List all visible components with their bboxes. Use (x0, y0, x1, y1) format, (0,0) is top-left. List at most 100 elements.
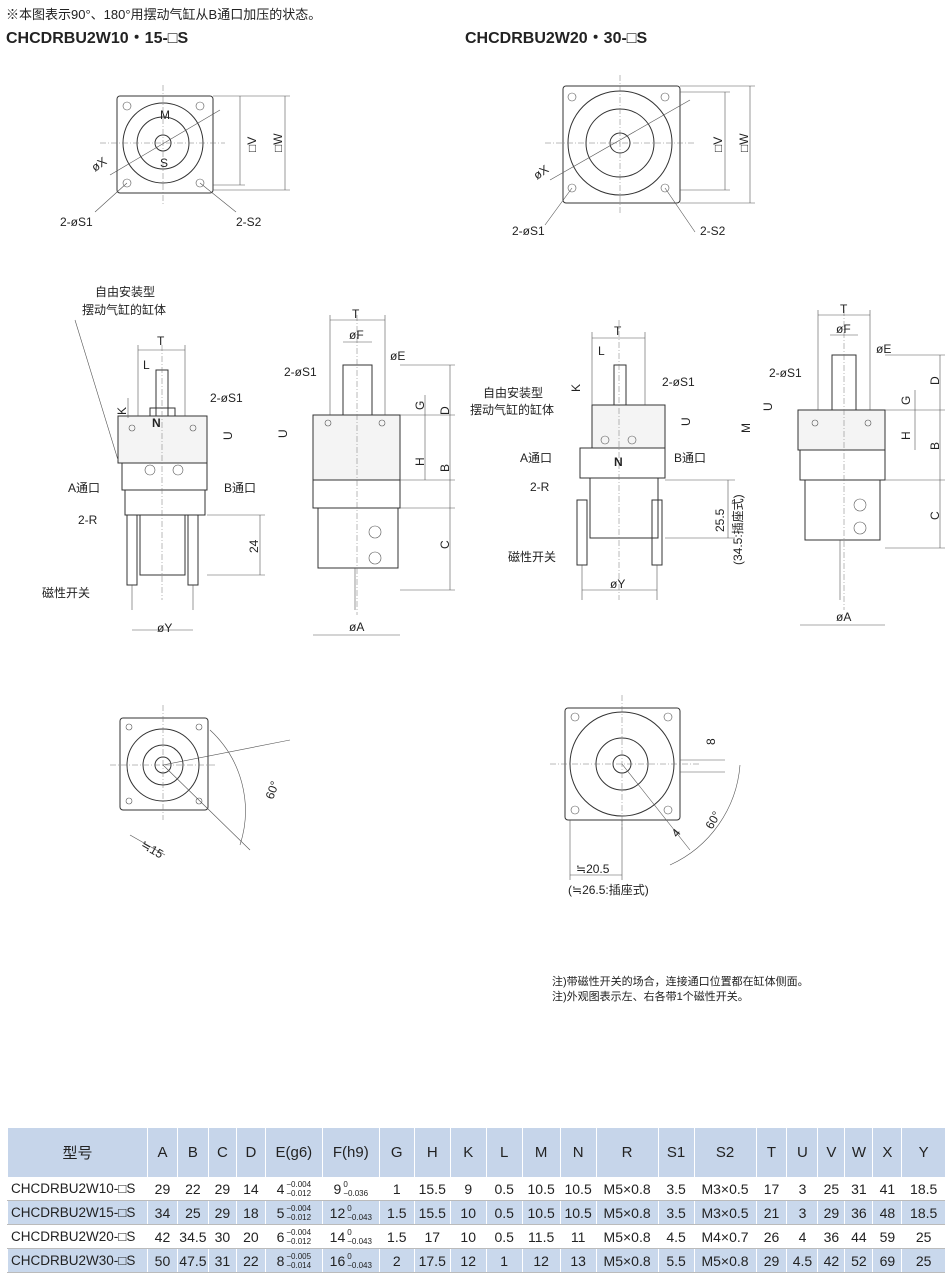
cell-t: 26 (755, 1224, 787, 1249)
column-header: G (378, 1128, 415, 1177)
label-h: H (413, 457, 427, 466)
cell-a: 29 (146, 1177, 178, 1201)
label-w: □W (737, 133, 751, 152)
cell-y: 18.5 (901, 1200, 945, 1225)
side-view-2: T øF øE 2-øS1 U G D H B C øA (276, 307, 455, 636)
label-x: øX (89, 154, 110, 174)
label-socket: (≒26.5:插座式) (568, 882, 649, 897)
label-d: D (928, 376, 942, 385)
tolerance-base: 9 (333, 1180, 342, 1197)
label-20-5: ≒20.5 (576, 862, 610, 876)
cell-m: 10.5 (521, 1177, 561, 1201)
cell-e: 8−0.005−0.014 (264, 1248, 323, 1273)
cell-g: 1.5 (378, 1200, 415, 1225)
column-header: S2 (693, 1128, 757, 1177)
cell-t: 29 (755, 1248, 787, 1273)
cell-s1: 3.5 (657, 1177, 695, 1201)
label-d: D (438, 406, 452, 415)
cell-s2: M4×0.7 (693, 1224, 757, 1249)
label-free-mount-1: 自由安装型 (483, 385, 543, 400)
cell-k: 10 (449, 1224, 487, 1249)
label-b: B (928, 442, 942, 450)
cell-h: 15.5 (413, 1177, 451, 1201)
technical-drawings: M S □V □W øX 2-øS1 2-S2 □V □W øX 2-øS1 2… (42, 75, 945, 897)
cell-u: 3 (786, 1177, 818, 1201)
tolerance-upper: −0.004 (286, 1227, 312, 1237)
label-s2: 2-S2 (236, 215, 262, 229)
label-free-mount-2: 摆动气缸的缸体 (470, 402, 554, 417)
cell-w: 36 (844, 1200, 873, 1225)
label-y: øY (157, 621, 172, 635)
label-c: C (928, 511, 942, 520)
column-header: D (235, 1128, 266, 1177)
tolerance-base: 6 (276, 1228, 285, 1245)
cell-d: 18 (235, 1200, 266, 1225)
label-8: 8 (704, 738, 718, 745)
label-15: ≒15 (139, 837, 167, 861)
cell-k: 10 (449, 1200, 487, 1225)
side-view-1: 自由安装型 摆动气缸的缸体 T L K 2-øS1 U N A通口 B通口 2-… (42, 284, 265, 635)
tolerance-base: 12 (329, 1204, 346, 1221)
label-s1: 2-øS1 (769, 366, 802, 380)
cell-s2: M5×0.8 (693, 1248, 757, 1273)
label-4: 4 (669, 826, 684, 840)
label-v: □V (711, 137, 725, 152)
label-h: H (899, 431, 913, 440)
label-c: C (438, 540, 452, 549)
cell-a: 42 (146, 1224, 178, 1249)
label-t: T (614, 324, 622, 338)
column-header: E(g6) (264, 1128, 323, 1177)
label-m: M (160, 108, 170, 122)
cell-h: 17 (413, 1224, 451, 1249)
cell-n: 10.5 (559, 1200, 597, 1225)
tolerance-lower: −0.014 (286, 1260, 312, 1270)
column-header: B (176, 1128, 209, 1177)
cell-model: CHCDRBU2W10-□S (7, 1177, 148, 1201)
cell-r: M5×0.8 (595, 1248, 659, 1273)
cell-model: CHCDRBU2W20-□S (7, 1224, 148, 1249)
column-header: R (595, 1128, 659, 1177)
cell-m: 11.5 (521, 1224, 561, 1249)
label-t: T (157, 334, 165, 348)
tolerance-upper: −0.005 (286, 1251, 312, 1261)
cell-b: 47.5 (176, 1248, 209, 1273)
tolerance-upper: 0 (347, 1203, 352, 1213)
cell-h: 15.5 (413, 1200, 451, 1225)
tolerance-upper: 0 (347, 1227, 352, 1237)
column-header: K (449, 1128, 487, 1177)
cell-u: 3 (786, 1200, 818, 1225)
cell-w: 44 (844, 1224, 873, 1249)
column-header: W (844, 1128, 873, 1177)
header-note: ※本图表示90°、180°用摆动气缸从B通口加压的状态。 (6, 7, 322, 22)
cell-m: 12 (521, 1248, 561, 1273)
cell-g: 1 (378, 1177, 415, 1201)
cell-t: 17 (755, 1177, 787, 1201)
label-g: G (413, 401, 427, 410)
cell-k: 9 (449, 1177, 487, 1201)
label-t: T (352, 307, 360, 321)
column-header: H (413, 1128, 451, 1177)
label-g: G (899, 396, 913, 405)
column-header: 型号 (7, 1128, 148, 1177)
cell-r: M5×0.8 (595, 1224, 659, 1249)
side-view-3: T L K 2-øS1 自由安装型 摆动气缸的缸体 U M A通口 N B通口 … (470, 320, 753, 600)
tolerance-base: 14 (329, 1228, 346, 1245)
tolerance-lower: −0.012 (286, 1212, 312, 1222)
label-a: øA (349, 620, 364, 634)
bottom-view-right: 8 4 60° ≒20.5 (≒26.5:插座式) (550, 695, 741, 897)
label-25-5: 25.5 (713, 508, 727, 532)
label-e: øE (390, 349, 405, 363)
cell-w: 52 (844, 1248, 873, 1273)
label-switch: 磁性开关 (42, 585, 90, 600)
tolerance-upper: 0 (347, 1251, 352, 1261)
column-header: N (559, 1128, 597, 1177)
cell-l: 0.5 (485, 1224, 523, 1249)
label-t: T (840, 302, 848, 316)
label-free-mount-1: 自由安装型 (95, 284, 155, 299)
tolerance-upper: −0.004 (286, 1203, 312, 1213)
